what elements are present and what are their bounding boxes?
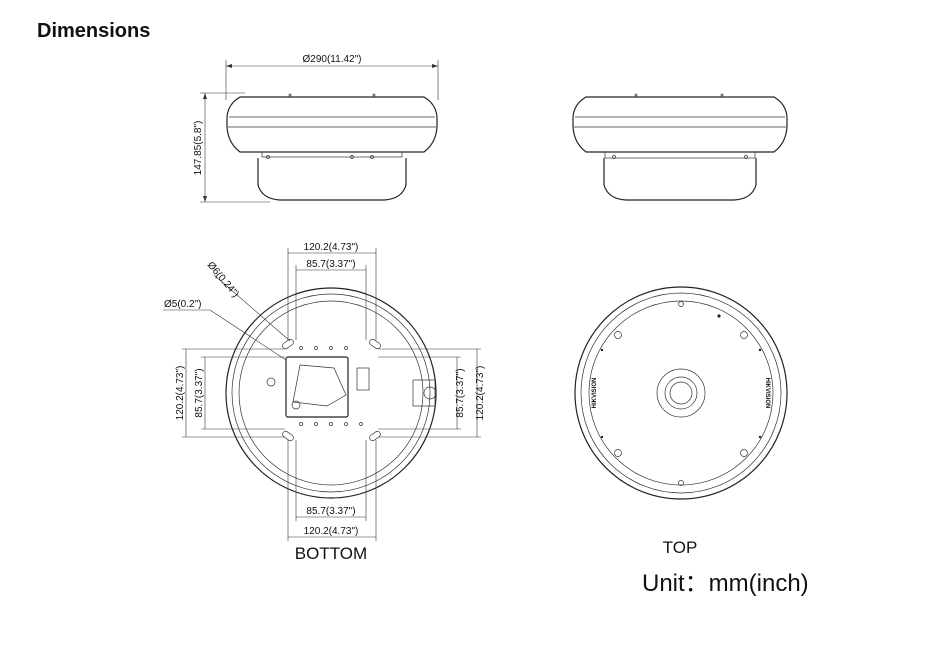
bottom-left-inner-dimension: 85.7(3.37") — [194, 368, 205, 417]
top-brand-right: HIKVISION — [764, 378, 770, 409]
unit-label: Unit：mm(inch) — [642, 570, 809, 597]
top-view-label: TOP — [663, 538, 698, 557]
bottom-left-outer-dimension: 120.2(4.73") — [175, 366, 186, 421]
bottom-top-inner-dimension: 85.7(3.37") — [306, 259, 355, 270]
hole-large-dimension: Ø6(0.24") — [205, 260, 241, 300]
bottom-bottom-outer-dimension: 120.2(4.73") — [304, 526, 359, 537]
page-title: Dimensions — [37, 20, 151, 42]
top-view: HIKVISION HIKVISION TOP — [574, 286, 788, 557]
diameter-dimension: Ø290(11.42") — [303, 54, 362, 65]
side-view-back — [572, 93, 788, 201]
bottom-right-outer-dimension: 120.2(4.73") — [475, 366, 486, 421]
bottom-right-inner-dimension: 85.7(3.37") — [455, 368, 466, 417]
top-brand-left: HIKVISION — [592, 378, 598, 409]
bottom-view-label: BOTTOM — [295, 544, 367, 563]
bottom-top-outer-dimension: 120.2(4.73") — [304, 242, 359, 253]
side-view-front: Ø290(11.42") 147.85(5.8") — [193, 54, 439, 203]
height-dimension: 147.85(5.8") — [193, 121, 204, 176]
bottom-view: 120.2(4.73") 85.7(3.37") 85.7(3.37") 120… — [163, 242, 486, 563]
bottom-bottom-inner-dimension: 85.7(3.37") — [306, 506, 355, 517]
hole-small-dimension: Ø5(0.2") — [164, 299, 201, 310]
